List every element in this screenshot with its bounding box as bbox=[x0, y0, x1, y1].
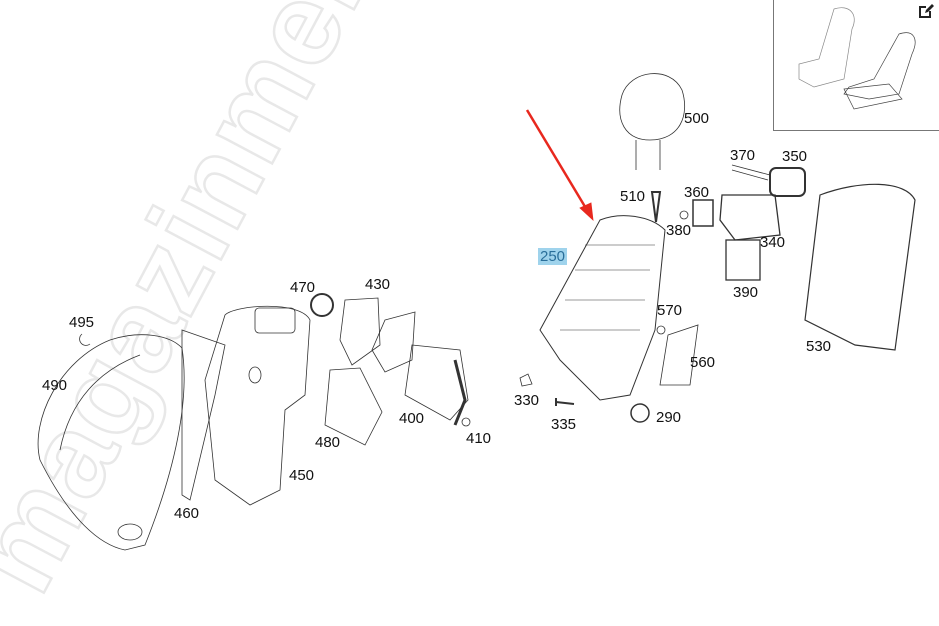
callout-390[interactable]: 390 bbox=[733, 284, 759, 301]
seat-overview-thumbnail bbox=[798, 7, 916, 110]
part-490-cover bbox=[37, 334, 185, 551]
watermark: magazinmercedes.ru bbox=[0, 0, 632, 613]
callout-470[interactable]: 470 bbox=[290, 279, 316, 296]
overview-inset bbox=[773, 0, 939, 131]
part-250-frame bbox=[539, 215, 666, 401]
callout-330[interactable]: 330 bbox=[514, 392, 540, 409]
callout-360[interactable]: 360 bbox=[684, 184, 710, 201]
callout-480[interactable]: 480 bbox=[315, 434, 341, 451]
part-350 bbox=[769, 167, 806, 197]
callout-495[interactable]: 495 bbox=[69, 314, 95, 331]
part-530 bbox=[804, 183, 916, 351]
callout-500[interactable]: 500 bbox=[684, 110, 710, 127]
part-430 bbox=[339, 297, 381, 366]
part-290 bbox=[630, 403, 650, 423]
callout-400[interactable]: 400 bbox=[399, 410, 425, 427]
callout-530[interactable]: 530 bbox=[806, 338, 832, 355]
part-390 bbox=[725, 239, 761, 281]
callout-410[interactable]: 410 bbox=[466, 430, 492, 447]
part-360 bbox=[692, 199, 714, 227]
part-560 bbox=[659, 324, 699, 386]
callout-460[interactable]: 460 bbox=[174, 505, 200, 522]
callout-560[interactable]: 560 bbox=[690, 354, 716, 371]
callout-380[interactable]: 380 bbox=[666, 222, 692, 239]
part-400 bbox=[404, 344, 469, 421]
part-470 bbox=[310, 293, 334, 317]
part-495-clip bbox=[79, 333, 91, 346]
callout-335[interactable]: 335 bbox=[551, 416, 577, 433]
part-510 bbox=[650, 191, 662, 223]
part-450-back bbox=[204, 305, 311, 506]
svg-text:magazinmercedes.ru: magazinmercedes.ru bbox=[0, 0, 632, 613]
edit-icon[interactable] bbox=[917, 2, 935, 20]
part-570 bbox=[656, 325, 666, 335]
part-460-panel bbox=[181, 329, 226, 501]
part-410 bbox=[461, 417, 471, 427]
callout-510[interactable]: 510 bbox=[620, 188, 646, 205]
callout-370[interactable]: 370 bbox=[730, 147, 756, 164]
callout-350[interactable]: 350 bbox=[782, 148, 808, 165]
callout-570[interactable]: 570 bbox=[657, 302, 683, 319]
part-335-bolt bbox=[555, 398, 575, 406]
callout-340[interactable]: 340 bbox=[760, 234, 786, 251]
part-480 bbox=[324, 367, 383, 446]
part-380 bbox=[679, 210, 689, 220]
part-330 bbox=[519, 373, 533, 387]
callout-430[interactable]: 430 bbox=[365, 276, 391, 293]
callout-450[interactable]: 450 bbox=[289, 467, 315, 484]
part-370 bbox=[731, 164, 771, 181]
callout-290[interactable]: 290 bbox=[656, 409, 682, 426]
callout-250-selected[interactable]: 250 bbox=[538, 248, 568, 265]
callout-490[interactable]: 490 bbox=[42, 377, 68, 394]
pointer-arrow bbox=[525, 109, 594, 222]
part-340 bbox=[719, 194, 781, 241]
part-500-headrest bbox=[619, 73, 686, 141]
